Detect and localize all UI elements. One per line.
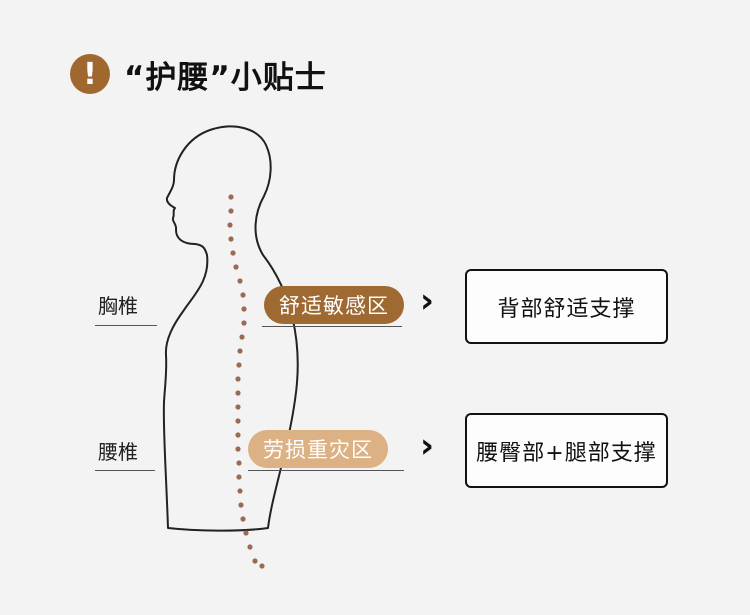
exclamation-icon: !: [70, 54, 110, 94]
spine-dots: [227, 194, 265, 569]
thoracic-rule: [95, 325, 157, 326]
lumbar-zone-rule: [248, 470, 404, 471]
lumbar-rule: [95, 470, 155, 471]
thoracic-label: 胸椎: [98, 294, 138, 318]
chevron-right-icon: ›: [420, 426, 435, 466]
page-title: “护腰”小贴士: [124, 59, 327, 96]
thoracic-zone-rule: [262, 326, 402, 327]
lumbar-zone-badge: 劳损重灾区: [248, 430, 388, 468]
thoracic-support-box: 背部舒适支撑: [465, 269, 668, 344]
tip-header: ! “护腰”小贴士: [70, 52, 327, 96]
lumbar-label: 腰椎: [98, 440, 138, 464]
thoracic-zone-badge: 舒适敏感区: [264, 286, 404, 324]
chevron-right-icon: ›: [420, 281, 435, 321]
body-outline: [162, 125, 299, 532]
lumbar-support-box: 腰臀部+腿部支撑: [465, 413, 668, 488]
